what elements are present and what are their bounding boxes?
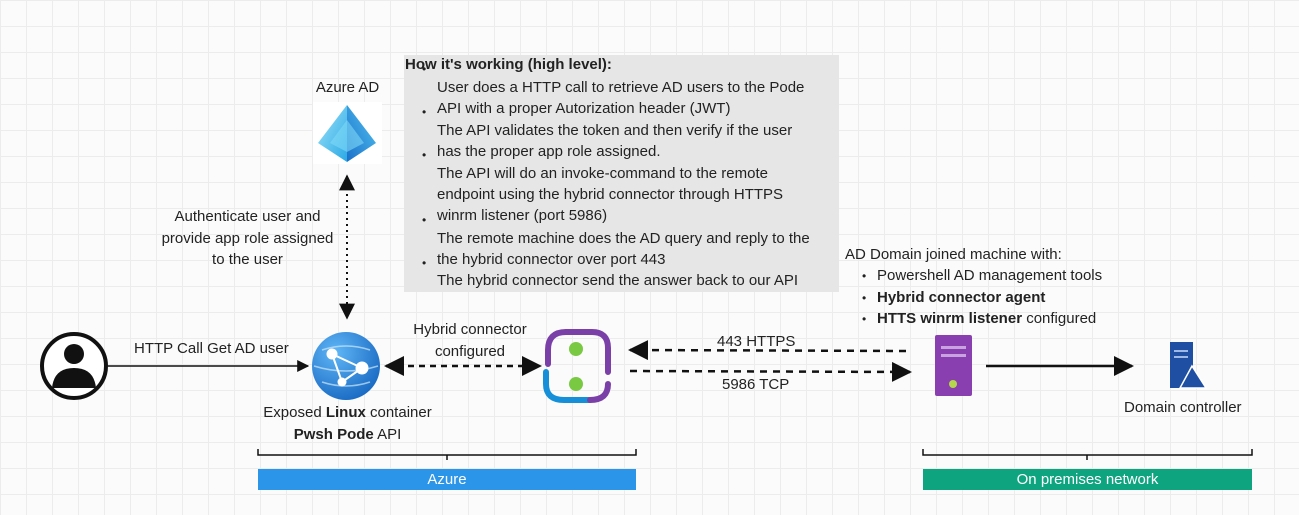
azure-zone-bar: Azure [258,469,636,490]
onprem-item-bold: HTTS winrm listener [877,310,1023,327]
hybrid-connection-icon [543,329,611,403]
onprem-item: HTTS winrm listener configured [877,308,1096,330]
info-line: API with a proper Autorization header (J… [437,100,731,117]
info-line: The hybrid connector send the answer bac… [437,272,799,289]
user-icon [40,332,108,400]
bullet: • [862,291,867,305]
bullet: • [862,312,867,326]
info-line: the hybrid connector over port 443 [437,251,666,268]
bullet: • [422,105,427,119]
app-service-text: container [365,404,432,421]
onprem-zone-bar: On premises network [923,469,1252,490]
onprem-machine-title: AD Domain joined machine with: [845,246,1062,263]
hybrid-label-line: configured [434,342,506,360]
azure-ad-icon [313,102,382,164]
auth-label-line: Authenticate user and [174,208,321,225]
bullet: • [422,213,427,227]
app-service-text: API [373,425,402,443]
onprem-brace [922,449,1253,460]
info-line: endpoint using the hybrid connector thro… [437,186,784,203]
app-service-label: Exposed Linux container Pwsh Pode API [240,402,455,445]
info-box [404,55,839,292]
info-box-title: How it's working (high level): [405,56,612,73]
bullet: • [422,148,427,162]
domain-controller-icon [1170,342,1208,389]
azure-brace [257,449,637,460]
info-line: The API will do an invoke-command to the… [437,165,768,182]
info-line: has the proper app role assigned. [437,143,661,160]
http-call-label: HTTP Call Get AD user [134,340,289,357]
auth-label-line: to the user [212,251,283,268]
server-icon [935,335,972,396]
info-line: The remote machine does the AD query and… [437,230,810,247]
port-5986-label: 5986 TCP [722,376,790,393]
app-service-icon [312,332,380,400]
auth-label-line: provide app role assigned [161,229,334,247]
info-line: The API validates the token and then ver… [437,122,793,139]
bullet: • [422,256,427,270]
bullet: • [422,62,427,76]
app-service-bold: Linux [325,404,366,421]
bullet: • [862,269,867,283]
app-service-text: Exposed [263,404,326,421]
info-line: User does a HTTP call to retrieve AD use… [437,79,805,96]
hybrid-connector-label: Hybrid connector configured [395,319,545,362]
app-service-bold: Pwsh Pode [293,425,374,443]
onprem-item: Powershell AD management tools [877,267,1103,284]
port-443-arrow [628,340,907,361]
onprem-item-text: configured [1022,310,1097,327]
port-443-label: 443 HTTPS [717,333,796,350]
info-line: winrm listener (port 5986) [437,207,608,224]
port-5986-arrow [629,361,912,382]
auth-label: Authenticate user and provide app role a… [140,206,355,271]
hybrid-label-line: Hybrid connector [413,321,527,338]
domain-controller-label: Domain controller [1124,399,1242,416]
azure-ad-label: Azure AD [315,79,380,96]
onprem-item: Hybrid connector agent [877,289,1046,306]
